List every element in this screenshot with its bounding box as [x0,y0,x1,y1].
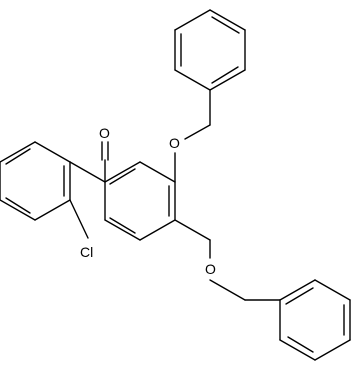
carbonyl-oxygen-label: O [99,125,110,141]
benzyl-phenyl-ring-bottom [279,279,351,361]
ether-oxygen-upper-label: O [169,135,180,151]
carbonyl-chlorophenyl-bond [69,161,106,183]
central-phenyl-ring [104,161,176,241]
chlorophenyl-ring [0,141,71,221]
lower-ether-bond-1 [174,219,211,241]
top-ether-bond-1 [184,124,211,140]
lower-benzyl-ch2-bond-1 [209,279,246,301]
benzyl-phenyl-ring-top [174,9,246,91]
ether-oxygen-lower-label: O [205,261,216,277]
chlorine-bond [69,199,89,239]
chlorine-label: Cl [80,244,93,260]
